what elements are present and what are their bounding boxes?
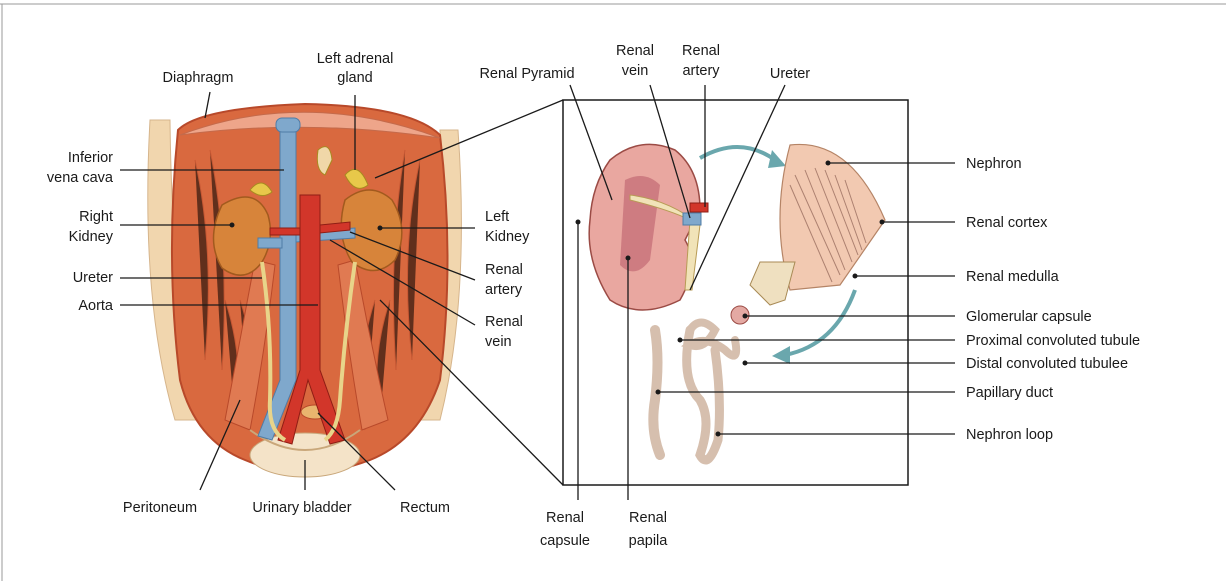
label-nephron: Nephron xyxy=(966,156,1022,172)
label-renal-cortex: Renal cortex xyxy=(966,215,1048,231)
vena-cava-top xyxy=(276,118,300,132)
label-renal-pyramid: Renal Pyramid xyxy=(479,66,574,82)
label-glomerular-capsule: Glomerular capsule xyxy=(966,309,1092,325)
label-renal-medulla: Renal medulla xyxy=(966,269,1060,285)
label-ureter-right: Ureter xyxy=(770,66,810,82)
dot-left-kidney xyxy=(378,226,383,231)
dot-nephron xyxy=(826,161,831,166)
label-ivc-line1: Inferior xyxy=(68,150,113,166)
label-urinary-bladder: Urinary bladder xyxy=(252,500,351,516)
dot-proximal-tubule xyxy=(678,338,683,343)
label-left-kidney-line1: Left xyxy=(485,209,509,225)
dot-renal-medulla xyxy=(853,274,858,279)
label-renal-capsule-line2: capsule xyxy=(540,533,590,549)
dot-papillary-duct xyxy=(656,390,661,395)
label-left-adrenal-line2: gland xyxy=(337,70,372,86)
label-renal-capsule-line1: Renal xyxy=(546,510,584,526)
label-ureter-left: Ureter xyxy=(73,270,113,286)
dot-renal-papila xyxy=(626,256,631,261)
dot-distal-tubule xyxy=(743,361,748,366)
kidney-section-illustration xyxy=(589,144,708,310)
label-renal-papila-line1: Renal xyxy=(629,510,667,526)
label-aorta: Aorta xyxy=(78,298,114,314)
dot-right-kidney xyxy=(230,223,235,228)
dot-glomerular-capsule xyxy=(743,314,748,319)
label-distal-tubule: Distal convoluted tubulee xyxy=(966,356,1128,372)
label-renal-artery-right-line1: Renal xyxy=(682,43,720,59)
label-right-kidney-line2: Kidney xyxy=(69,229,114,245)
label-renal-vein-left-line2: vein xyxy=(485,334,512,350)
label-ivc-line2: vena cava xyxy=(47,170,114,186)
label-left-adrenal-line1: Left adrenal xyxy=(317,51,394,67)
label-proximal-tubule: Proximal convoluted tubule xyxy=(966,333,1140,349)
label-renal-vein-right-line2: vein xyxy=(622,63,649,79)
right-renal-artery-shape xyxy=(270,228,300,235)
dot-renal-capsule xyxy=(576,220,581,225)
label-left-kidney-line2: Kidney xyxy=(485,229,530,245)
label-right-kidney-line1: Right xyxy=(79,209,113,225)
abdominal-illustration xyxy=(148,104,462,477)
dot-nephron-loop xyxy=(716,432,721,437)
label-papillary-duct: Papillary duct xyxy=(966,385,1053,401)
label-renal-artery-left-line2: artery xyxy=(485,282,523,298)
label-renal-artery-right-line2: artery xyxy=(682,63,720,79)
label-renal-vein-right-line1: Renal xyxy=(616,43,654,59)
label-peritoneum: Peritoneum xyxy=(123,500,197,516)
label-renal-vein-left-line1: Renal xyxy=(485,314,523,330)
leader-diaphragm xyxy=(205,92,210,118)
label-rectum: Rectum xyxy=(400,500,450,516)
label-renal-artery-left-line1: Renal xyxy=(485,262,523,278)
right-renal-vein-shape xyxy=(258,238,282,248)
dot-renal-cortex xyxy=(880,220,885,225)
label-diaphragm: Diaphragm xyxy=(163,70,234,86)
label-nephron-loop: Nephron loop xyxy=(966,427,1053,443)
renal-vein-section xyxy=(683,213,701,225)
label-renal-papila-line2: papila xyxy=(629,533,669,549)
